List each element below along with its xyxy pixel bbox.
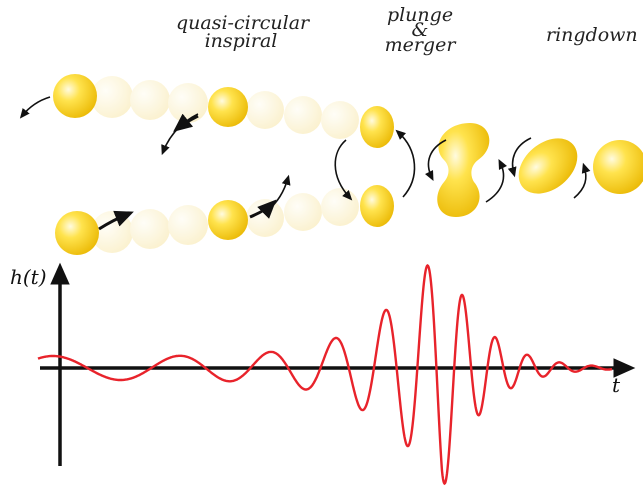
phase-inspiral-line2: inspiral xyxy=(204,30,278,52)
body-top-plunge xyxy=(360,106,394,148)
inspiral-bodies xyxy=(53,74,394,255)
inspiral-ghost-trail-top xyxy=(91,76,359,139)
waveform-axes xyxy=(40,262,636,466)
body-top-early xyxy=(53,74,97,118)
phase-ringdown-line1: ringdown xyxy=(546,24,638,46)
final-black-hole xyxy=(593,140,643,194)
merged-remnant xyxy=(437,123,490,217)
y-axis-label: h(t) xyxy=(10,265,47,289)
phase-label-ringdown: ringdown xyxy=(546,24,638,46)
ringdown-remnant xyxy=(518,138,578,194)
waveform-line xyxy=(37,263,613,486)
phase-label-plunge: plunge & merger xyxy=(380,4,460,56)
body-bottom-mid xyxy=(208,200,248,240)
body-bottom-early xyxy=(55,211,99,255)
phase-plunge-line2: & xyxy=(411,19,429,41)
orbit-arrows xyxy=(19,96,591,231)
phase-plunge-line3: merger xyxy=(384,34,456,56)
phase-plunge-line1: plunge xyxy=(386,4,454,26)
x-axis-label: t xyxy=(612,373,621,397)
inspiral-ghost-trail-bottom xyxy=(91,188,359,253)
body-bottom-plunge xyxy=(360,185,394,227)
body-top-mid xyxy=(208,87,248,127)
phase-inspiral-line1: quasi-circular xyxy=(176,12,310,34)
phase-label-inspiral: quasi-circular inspiral xyxy=(176,12,310,52)
